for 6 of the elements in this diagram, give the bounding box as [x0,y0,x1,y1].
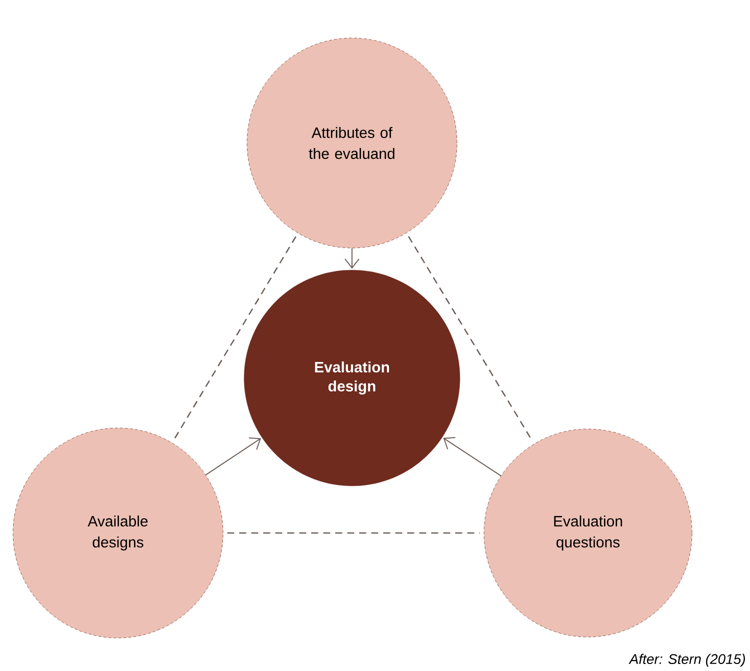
connector-arrow [205,437,261,476]
dashed-line [227,532,480,534]
connector-arrow [344,248,360,269]
connector-arrow [443,436,502,476]
dashed-line [174,236,296,440]
caption: After: Stern (2015) [628,654,745,667]
